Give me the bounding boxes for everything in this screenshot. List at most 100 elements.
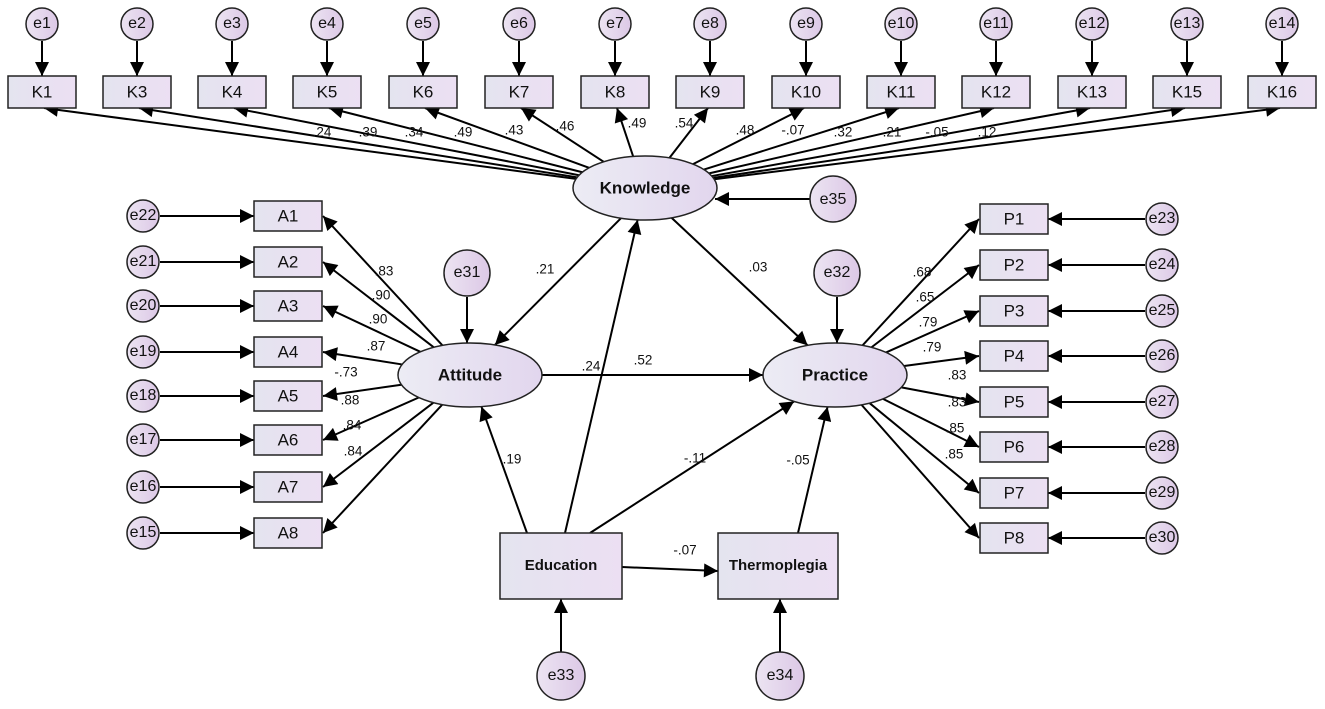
error-circle — [126, 199, 160, 233]
practice-loading-path — [861, 218, 980, 347]
error-label: e5 — [414, 15, 432, 32]
practice-loading-path — [885, 310, 980, 354]
attitude-item-label: A5 — [278, 386, 299, 405]
knowledge-loading-path — [138, 103, 578, 179]
practice-loading-label: .83 — [948, 395, 967, 410]
knowledge-loading-label: .48 — [736, 123, 755, 138]
path-coefficient: .24 — [582, 359, 601, 374]
error-circle — [126, 423, 160, 457]
error-label: e8 — [701, 15, 719, 32]
practice-loading-path — [868, 402, 980, 494]
error-label: e29 — [1149, 484, 1176, 501]
error-circle — [1145, 385, 1179, 419]
knowledge-item-label: K3 — [127, 82, 148, 101]
disturbance-circle — [809, 175, 857, 223]
knowledge-item-box — [1057, 75, 1127, 109]
error-label: e30 — [1149, 529, 1176, 546]
practice-loading-label: .68 — [913, 265, 932, 280]
attitude-item-label: A4 — [278, 342, 299, 361]
error-circle — [1145, 521, 1179, 555]
knowledge-loading-path — [703, 105, 900, 171]
error-circle — [126, 470, 160, 504]
disturbance-label: e35 — [820, 191, 847, 208]
attitude-item-box — [253, 380, 323, 412]
attitude-item-box — [253, 424, 323, 456]
error-label: e22 — [130, 207, 157, 224]
knowledge-item-box — [484, 75, 554, 109]
knowledge-loading-label: .54 — [675, 116, 694, 131]
practice-item-box — [979, 340, 1049, 372]
practice-item-label: P5 — [1004, 392, 1025, 411]
practice-item-label: P3 — [1004, 301, 1025, 320]
error-label: e15 — [130, 524, 157, 541]
error-circle — [1145, 248, 1179, 282]
knowledge-item-box — [771, 75, 841, 109]
practice-item-box — [979, 386, 1049, 418]
error-label: e2 — [128, 15, 146, 32]
knowledge-loading-label: .21 — [883, 125, 902, 140]
path-coefficient: -.11 — [684, 451, 706, 466]
attitude-latent — [397, 342, 543, 408]
error-label: e20 — [130, 297, 157, 314]
knowledge-loading-path — [614, 107, 635, 157]
error-circle — [1145, 476, 1179, 510]
error-circle — [126, 516, 160, 550]
disturbance-circle — [813, 249, 861, 297]
error-circle — [1170, 7, 1204, 41]
error-circle — [126, 335, 160, 369]
knowledge-item-label: K7 — [509, 82, 530, 101]
knowledge-loading-path — [713, 103, 1186, 179]
error-circle — [126, 245, 160, 279]
error-label: e25 — [1149, 302, 1176, 319]
education-box — [499, 532, 623, 600]
practice-item-label: P2 — [1004, 255, 1025, 274]
knowledge-loading-label: .43 — [505, 123, 524, 138]
knowledge-loading-path — [424, 106, 590, 169]
attitude-loading-path — [322, 401, 435, 488]
error-label: e24 — [1149, 256, 1176, 273]
knowledge-loading-label: .12 — [978, 125, 997, 140]
knowledge-item-box — [675, 75, 745, 109]
practice-item-box — [979, 249, 1049, 281]
error-label: e1 — [33, 15, 51, 32]
attitude-loading-label: .90 — [372, 288, 391, 303]
error-label: e9 — [797, 15, 815, 32]
attitude-loading-path — [322, 347, 403, 366]
disturbance-label: e32 — [824, 264, 851, 281]
error-label: e28 — [1149, 438, 1176, 455]
knowledge-loading-label: .49 — [454, 125, 473, 140]
attitude-item-label: A8 — [278, 523, 299, 542]
knowledge-item-label: K1 — [32, 82, 53, 101]
error-circle — [126, 289, 160, 323]
error-label: e13 — [1174, 15, 1201, 32]
practice-loading-path — [870, 264, 980, 349]
attitude-item-label: A7 — [278, 477, 299, 496]
disturbance-label: e31 — [454, 264, 481, 281]
attitude-loading-path — [322, 383, 402, 401]
practice-loading-label: .65 — [916, 290, 935, 305]
error-label: e10 — [888, 15, 915, 32]
knowledge-item-box — [102, 75, 172, 109]
error-label: e6 — [510, 15, 528, 32]
practice-loading-label: .85 — [946, 421, 965, 436]
knowledge-item-box — [961, 75, 1031, 109]
attitude-loading-path — [322, 305, 421, 353]
knowledge-loading-label: .34 — [405, 125, 424, 140]
knowledge-loading-path — [714, 102, 1281, 181]
error-circle — [215, 7, 249, 41]
knowledge-loading-path — [668, 107, 709, 159]
error-circle — [598, 7, 632, 41]
path-knowledge-practice — [670, 217, 809, 347]
knowledge-item-box — [580, 75, 650, 109]
disturbance-label: e33 — [548, 667, 575, 684]
error-label: e18 — [130, 387, 157, 404]
error-circle — [979, 7, 1013, 41]
path-coefficient: .21 — [536, 262, 555, 277]
practice-item-label: P1 — [1004, 209, 1025, 228]
knowledge-loading-path — [692, 107, 805, 166]
error-label: e11 — [983, 15, 1009, 32]
knowledge-loading-label: .49 — [628, 116, 647, 131]
knowledge-item-label: K8 — [605, 82, 626, 101]
knowledge-loading-label: .24 — [313, 125, 332, 140]
practice-loading-path — [860, 404, 980, 539]
